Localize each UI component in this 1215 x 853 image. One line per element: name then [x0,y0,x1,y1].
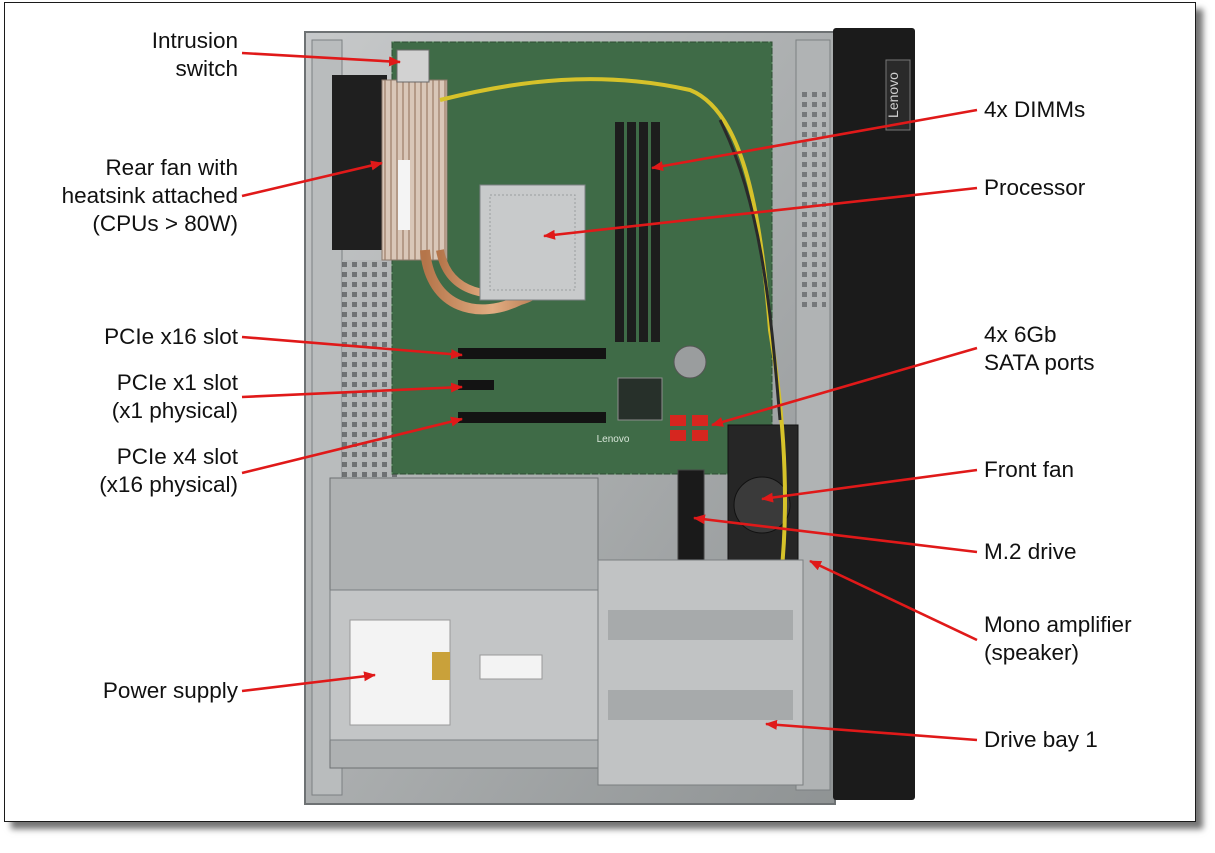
callout-processor [543,186,978,240]
lenovo-logo: Lenovo [885,72,901,118]
callout-rear-fan [241,160,383,198]
dimm-slots [615,122,660,342]
label-drive-bay: Drive bay 1 [984,727,1098,752]
m2-drive-part [677,469,705,561]
label-m2-drive: M.2 drive [984,539,1077,564]
label-pcie-x16: PCIe x16 slot [104,324,238,349]
label-sata-ports: 4x 6Gb SATA ports [984,322,1095,375]
callout-intrusion-switch [241,51,401,67]
label-front-fan: Front fan [984,457,1075,482]
power-supply-unit [329,477,599,769]
callout-dimms [651,108,978,171]
callout-sata-ports [711,346,978,427]
label-dimms: 4x DIMMs [984,97,1086,122]
label-power-supply: Power supply [102,678,238,703]
label-pcie-x1: PCIe x1 slot (x1 physical) [111,370,238,423]
sata-ports [670,415,708,441]
label-processor: Processor [984,175,1086,200]
callout-pcie-x4 [241,416,463,475]
callout-pcie-x1 [241,382,463,399]
callout-pcie-x16 [241,335,463,360]
processor-cooler [479,184,586,301]
label-rear-fan: Rear fan with heatsink attached (CPUs > … [61,155,238,236]
label-intrusion-switch: Intrusion switch [151,28,238,81]
pcie-slots [458,348,606,423]
callout-lines [241,51,978,742]
intrusion-switch-part [396,49,430,83]
callout-drive-bay [765,719,978,742]
board-logo: Lenovo [597,434,630,445]
label-mono-amp: Mono amplifier (speaker) [984,612,1132,665]
front-bezel: Lenovo [833,28,915,800]
callout-m2-drive [693,514,978,554]
callout-front-fan [761,468,978,503]
label-pcie-x4: PCIe x4 slot (x16 physical) [99,444,238,497]
drive-bay-part [597,559,804,786]
callout-mono-amp [809,559,978,642]
callout-power-supply [241,671,376,693]
